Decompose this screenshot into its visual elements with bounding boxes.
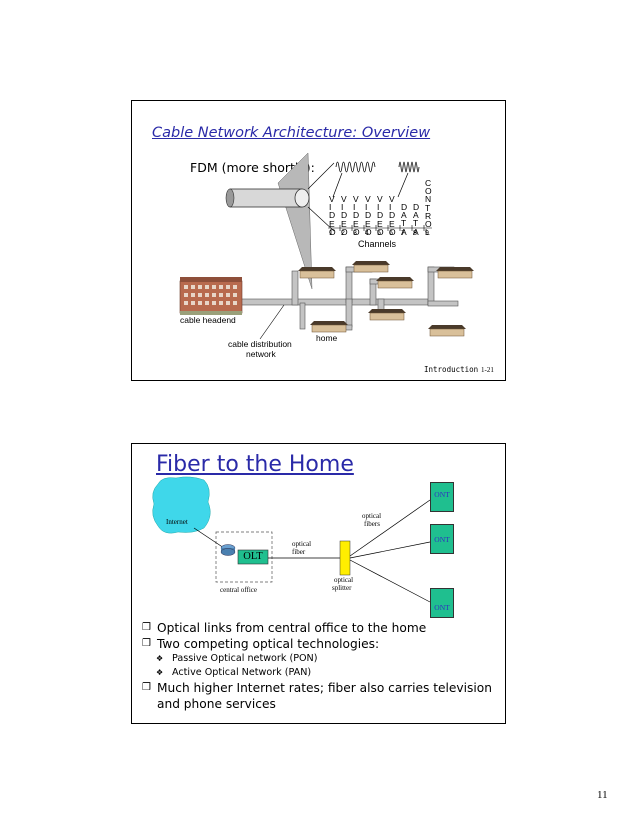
- ont-box: ONT: [430, 524, 454, 554]
- olt-label: OLT: [243, 551, 263, 562]
- router-icon: [220, 544, 236, 556]
- internet-cloud: [152, 476, 211, 534]
- optical-fibers-label-1: optical: [362, 512, 382, 520]
- bullet-list: ❒Optical links from central office to th…: [142, 620, 502, 712]
- olt-box: [237, 549, 269, 565]
- central-office-label: central office: [220, 586, 257, 594]
- zoom-cone: [277, 152, 313, 290]
- cable-end: [294, 188, 310, 208]
- distribution-label-line2: network: [246, 349, 276, 359]
- ftth-diagram: [152, 476, 431, 603]
- optical-splitter-label-2: splitter: [332, 584, 352, 592]
- optical-splitter-label-1: optical: [334, 576, 354, 584]
- channels-label: Channels: [358, 239, 397, 249]
- data-waveform: [398, 161, 420, 173]
- home-label: home: [316, 333, 338, 343]
- slide-title: Fiber to the Home: [156, 452, 354, 477]
- ont-box: ONT: [430, 482, 454, 512]
- optical-fiber-label-1: optical: [292, 540, 312, 548]
- slide-number: 1-21: [481, 366, 494, 374]
- house-icons: [298, 261, 474, 337]
- footer-text: Introduction: [424, 365, 479, 374]
- video-waveform: [335, 161, 376, 173]
- sub-bullet-item: ❖Passive Optical network (PON): [156, 653, 318, 664]
- central-office-box: [215, 531, 273, 583]
- internet-label: Internet: [166, 518, 188, 526]
- optical-splitter: [339, 540, 351, 576]
- distribution-label-line1: cable distribution: [228, 339, 292, 349]
- slide-title: Cable Network Architecture: Overview: [152, 125, 431, 141]
- slide-fiber-to-home: Fiber to the Home Internet OLT central o…: [131, 443, 506, 724]
- cable-network-diagram: [179, 152, 474, 340]
- ont-box: ONT: [430, 588, 454, 618]
- cable-headend-building: [179, 277, 243, 315]
- fdm-label: FDM (more shortly):: [190, 160, 315, 175]
- bullet-item: ❒Much higher Internet rates; fiber also …: [142, 681, 492, 711]
- bullet-item: ❒Optical links from central office to th…: [142, 621, 427, 635]
- bullet-item: ❒Two competing optical technologies:: [142, 637, 380, 651]
- slide-cable-network: Cable Network Architecture: Overview FDM…: [131, 100, 506, 381]
- sub-bullet-item: ❖Active Optical Network (PAN): [156, 667, 312, 678]
- optical-fiber-label-2: fiber: [292, 548, 306, 556]
- cable-body: [229, 188, 303, 208]
- headend-label: cable headend: [180, 315, 236, 325]
- distribution-pipes: [231, 266, 459, 331]
- page-number: 11: [597, 789, 608, 801]
- optical-fibers-label-2: fibers: [364, 520, 380, 528]
